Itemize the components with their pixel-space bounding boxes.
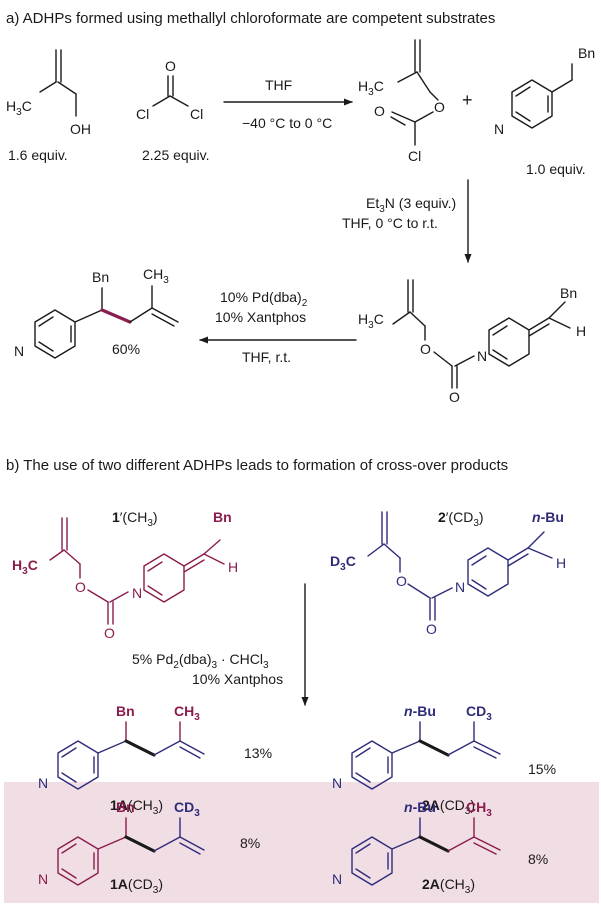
pyridine-equiv: 1.0 equiv.	[526, 161, 586, 177]
svg-text:N: N	[477, 348, 487, 364]
svg-text:O: O	[396, 573, 407, 589]
svg-text:N: N	[332, 775, 342, 791]
methallyl-chloroformate: H3C O O Cl	[358, 39, 445, 164]
svg-text:O: O	[420, 341, 431, 357]
svg-text:O: O	[104, 625, 115, 641]
product-1A-CD3-label: 1A(CD3)	[110, 876, 163, 896]
svg-text:Bn: Bn	[116, 703, 135, 719]
benzylpyridine: Bn N 1.0 equiv.	[494, 45, 595, 177]
svg-text:n-Bu: n-Bu	[404, 799, 436, 815]
product-2A-CD3-label: 2A(CD3)	[422, 797, 475, 817]
reagent1-equiv: 1.6 equiv.	[8, 147, 68, 163]
svg-text:O: O	[165, 58, 176, 74]
svg-text:N: N	[494, 121, 504, 137]
svg-text:N: N	[132, 585, 142, 601]
svg-text:H3C: H3C	[358, 311, 384, 331]
product-2A-CD3-yield: 15%	[528, 761, 556, 777]
svg-text:H: H	[556, 555, 566, 571]
product-1A-CH3-label: 1A(CH3)	[110, 797, 163, 817]
product-2A-CH3-yield: 8%	[528, 851, 548, 867]
svg-text:Bn: Bn	[560, 285, 577, 301]
crossover-catalyst: 5% Pd2(dba)3 · CHCl3	[132, 651, 269, 671]
svg-text:O: O	[449, 389, 460, 405]
product-1A-CD3-yield: 8%	[240, 835, 260, 851]
product-1A-CH3-yield: 13%	[244, 745, 272, 761]
svg-text:CH3: CH3	[143, 266, 169, 286]
product-2A-CD3: n-Bu CD3 N 15% 2A(CD3)	[332, 703, 556, 817]
reagent2-equiv: 2.25 equiv.	[142, 147, 209, 163]
step3-solvent: THF, r.t.	[242, 349, 291, 365]
phosgene: O Cl Cl 2.25 equiv.	[136, 58, 209, 163]
svg-text:CD3: CD3	[174, 799, 200, 819]
substrate-1-label: 1′(CH3)	[112, 509, 158, 529]
product-a: Bn CH3 N 60%	[14, 266, 179, 359]
step2-base: Et3N (3 equiv.)	[366, 195, 456, 215]
svg-text:H3C: H3C	[6, 98, 32, 118]
adhp-intermediate: H3C O O N Bn H	[358, 279, 586, 405]
step1-solvent: THF	[265, 77, 292, 93]
substrate-2-prime: D3C O O N n-Bu H 2′(CD3)	[330, 509, 566, 637]
svg-text:Bn: Bn	[92, 269, 109, 285]
section-b-heading: b) The use of two different ADHPs leads …	[6, 457, 508, 474]
svg-text:N: N	[332, 871, 342, 887]
product-a-yield: 60%	[112, 341, 140, 357]
substrate-1-prime: H3C O O N Bn H 1′(CH3)	[12, 509, 238, 641]
step2-conditions: THF, 0 °C to r.t.	[342, 215, 438, 231]
step1-temperature: −40 °C to 0 °C	[242, 115, 332, 131]
svg-text:Cl: Cl	[408, 148, 421, 164]
svg-text:Bn: Bn	[213, 509, 232, 525]
svg-text:H: H	[576, 323, 586, 339]
svg-text:Cl: Cl	[190, 106, 203, 122]
svg-text:O: O	[374, 103, 385, 119]
svg-text:Bn: Bn	[578, 45, 595, 61]
crossover-products-highlight	[4, 782, 599, 903]
svg-text:D3C: D3C	[330, 553, 356, 573]
svg-text:H: H	[228, 559, 238, 575]
step3-ligand: 10% Xantphos	[215, 309, 306, 325]
product-2A-CH3-label: 2A(CH3)	[422, 876, 475, 896]
product-1A-CH3: Bn CH3 N 13% 1A(CH3)	[38, 703, 272, 817]
methallyl-alcohol: H3C OH 1.6 equiv.	[6, 49, 91, 163]
crossover-ligand: 10% Xantphos	[192, 671, 283, 687]
svg-text:N: N	[38, 775, 48, 791]
svg-text:CH3: CH3	[174, 703, 200, 723]
svg-text:O: O	[75, 579, 86, 595]
svg-text:O: O	[426, 621, 437, 637]
svg-text:n-Bu: n-Bu	[404, 703, 436, 719]
substrate-2-label: 2′(CD3)	[438, 509, 484, 529]
svg-text:n-Bu: n-Bu	[532, 509, 564, 525]
svg-text:OH: OH	[70, 121, 91, 137]
product-2A-CH3: n-Bu CH3 N 8% 2A(CH3)	[332, 799, 548, 896]
svg-text:H3C: H3C	[12, 557, 38, 577]
svg-text:Cl: Cl	[136, 106, 149, 122]
svg-text:Bn: Bn	[116, 799, 135, 815]
product-1A-CD3: Bn CD3 N 8% 1A(CD3)	[38, 799, 260, 896]
svg-text:N: N	[38, 871, 48, 887]
svg-text:CD3: CD3	[466, 703, 492, 723]
svg-text:N: N	[455, 579, 465, 595]
section-a-heading: a) ADHPs formed using methallyl chlorofo…	[6, 10, 495, 27]
svg-text:CH3: CH3	[466, 799, 492, 819]
svg-text:O: O	[434, 99, 445, 115]
svg-text:N: N	[14, 343, 24, 359]
svg-text:H3C: H3C	[358, 78, 384, 98]
step3-catalyst: 10% Pd(dba)2	[220, 289, 308, 309]
plus-sign: +	[462, 90, 473, 110]
